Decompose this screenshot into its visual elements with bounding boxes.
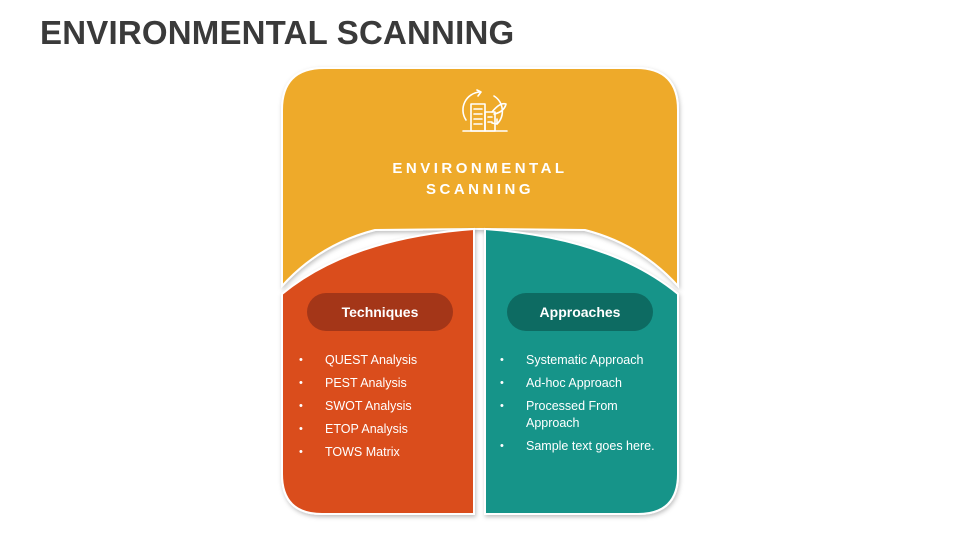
list-item: Sample text goes here. [500,438,670,455]
list-item: QUEST Analysis [299,352,459,369]
top-panel [281,67,679,289]
list-item: Systematic Approach [500,352,670,369]
techniques-list: QUEST Analysis PEST Analysis SWOT Analys… [299,352,459,467]
approaches-list: Systematic Approach Ad-hoc Approach Proc… [500,352,670,461]
slide-title: ENVIRONMENTAL SCANNING [40,14,515,51]
list-item: Processed From Approach [500,398,646,432]
list-item: SWOT Analysis [299,398,459,415]
center-title-line2: SCANNING [425,181,534,198]
city-eco-icon [462,89,508,132]
center-title-line1: ENVIRONMENTAL [392,160,568,177]
techniques-heading: Techniques [307,293,453,331]
center-title: ENVIRONMENTAL SCANNING [330,158,630,200]
list-item: Ad-hoc Approach [500,375,670,392]
list-item: PEST Analysis [299,375,459,392]
list-item: TOWS Matrix [299,444,459,461]
approaches-heading: Approaches [507,293,653,331]
list-item: ETOP Analysis [299,421,459,438]
